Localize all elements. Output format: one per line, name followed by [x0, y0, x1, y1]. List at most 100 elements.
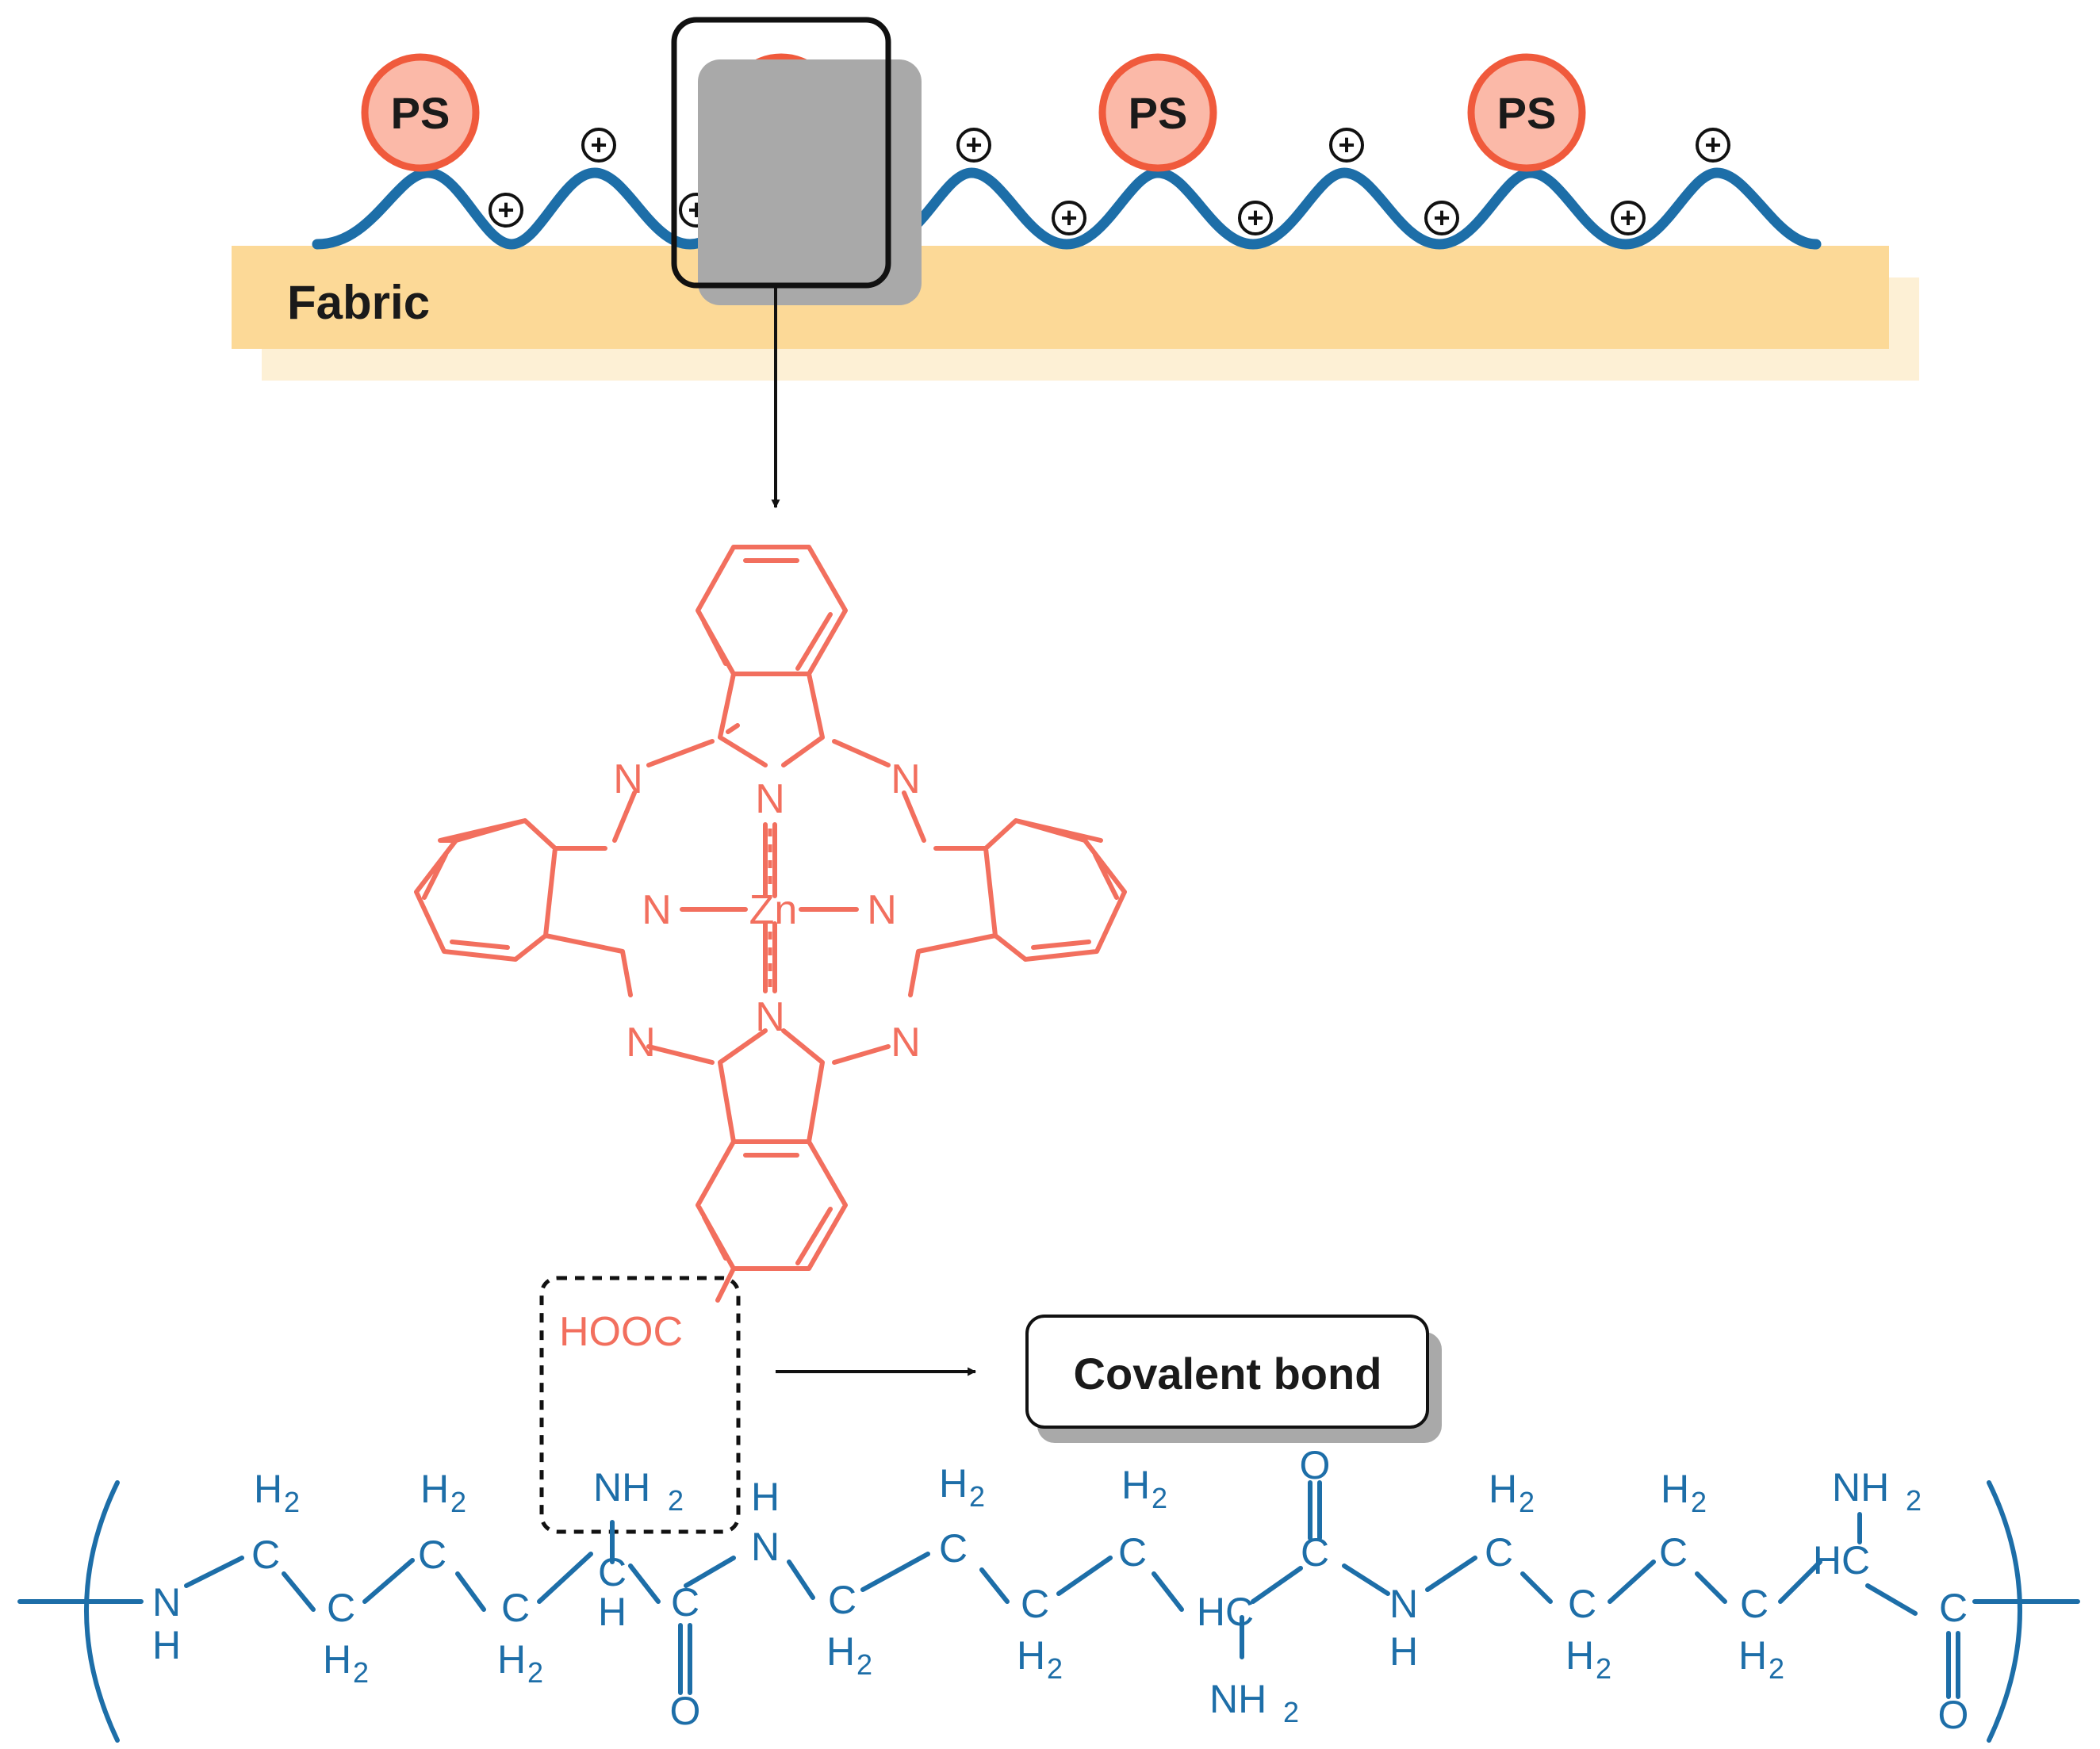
polymer-atom-c: C [501, 1586, 530, 1630]
polymer-h2-subscript: 2 [1519, 1486, 1535, 1518]
polymer-atom-c: C [939, 1526, 968, 1571]
pc-metal: Zn [749, 887, 798, 933]
polymer-atom-n: N [1209, 1677, 1238, 1721]
highlight-callout [671, 17, 922, 509]
pc-nitrogen: N [891, 756, 921, 802]
polymer-atom-o: O [1300, 1443, 1331, 1487]
polymer-h2-main: H [1017, 1633, 1045, 1678]
polymer-atom-c: C [418, 1533, 446, 1577]
polymer-h2-subscript: 2 [527, 1656, 543, 1689]
polymer-nh2-subscript: 2 [668, 1484, 684, 1517]
fabric-layer: Fabric [232, 246, 1919, 381]
positive-charge: + [1052, 201, 1086, 235]
polymer-h2-main: H [497, 1637, 526, 1682]
polymer-atom-o: O [1938, 1693, 1969, 1737]
ps-circle [1467, 53, 1586, 172]
polymer-h2-main: H [254, 1467, 282, 1511]
polymer-h2-subscript: 2 [969, 1480, 985, 1513]
pc-nitrogen: N [642, 887, 672, 933]
charge-symbol: + [1433, 201, 1450, 234]
polymer-atom-c: C [327, 1586, 355, 1630]
charge-symbol: + [1060, 201, 1077, 234]
polymer-h2-main: H [1489, 1467, 1517, 1511]
polymer-atom-n: N [1832, 1465, 1860, 1510]
polymer-atom-h: H [1860, 1465, 1889, 1510]
charge-symbol: + [1247, 201, 1263, 234]
charge-symbol: + [497, 193, 514, 226]
pc-bonds [414, 545, 1127, 1303]
polymer-h2-subscript: 2 [353, 1656, 369, 1689]
polymer-h2-main: H [420, 1467, 449, 1511]
polymer-atom-h: H [1389, 1629, 1418, 1674]
ps-sphere: PS [1467, 53, 1586, 172]
highlight-box-shadow [698, 59, 922, 305]
polymer-atom-c: C [1568, 1582, 1596, 1626]
positive-charge: + [1424, 201, 1459, 235]
charge-circle [1424, 201, 1459, 235]
pc-nitrogen: N [867, 887, 897, 933]
positive-charge: + [489, 193, 523, 228]
polymer-atom-c: C [1939, 1586, 1968, 1630]
positive-charge: + [956, 128, 991, 163]
charge-circle [1052, 201, 1086, 235]
charge-circle [581, 128, 616, 163]
ps-circle [1098, 53, 1217, 172]
polymer-atom-h: H [622, 1465, 650, 1510]
ps-circle [361, 53, 480, 172]
positive-charge: + [1696, 128, 1730, 163]
ps-label: PS [1497, 88, 1557, 138]
covalent-bond-annotation: Covalent bond [539, 1276, 1442, 1534]
polymer-atom-c: C [828, 1578, 856, 1622]
polymer-atom-n: N [1389, 1582, 1418, 1626]
polymer-atom-h: H [1238, 1677, 1267, 1721]
polymer-h2-subscript: 2 [1596, 1652, 1611, 1685]
polymer-atom-o: O [670, 1689, 701, 1733]
amide-dashed-box [539, 1276, 741, 1534]
polymer-nh2-main: NH [593, 1465, 650, 1510]
positive-charge: + [1329, 128, 1364, 163]
charge-circle [1696, 128, 1730, 163]
polymer-atom-c: C [251, 1533, 280, 1577]
positive-charge: + [1611, 201, 1646, 235]
bond-label: Covalent bond [1074, 1349, 1382, 1399]
polymer-h2-subscript: 2 [284, 1486, 300, 1518]
positive-charge: + [1238, 201, 1273, 235]
charge-symbol: + [1619, 201, 1636, 234]
polymer-bonds [17, 1480, 2080, 1699]
fabric-label: Fabric [287, 276, 430, 329]
charge-symbol: + [1338, 128, 1355, 161]
ps-label: PS [1129, 88, 1188, 138]
polymer-atom-n: N [152, 1580, 181, 1625]
polymer-atom-c: C [1301, 1530, 1329, 1575]
charge-circle [1238, 201, 1273, 235]
pc-nitrogen: N [755, 994, 785, 1040]
polymer-nh2-main: NH [1209, 1677, 1267, 1721]
pc-acid-group: HOOC [559, 1309, 683, 1355]
pc-nitrogen: N [613, 756, 643, 802]
polymer-atom-hc: HC [1197, 1590, 1254, 1634]
polymer-atom-n: N [593, 1465, 622, 1510]
polymer-atom-c: C [1659, 1530, 1688, 1575]
polymer-h2-subscript: 2 [856, 1648, 872, 1681]
polymer-atom-c: C [671, 1580, 699, 1625]
pc-nitrogen: N [626, 1020, 656, 1066]
polymer-nh2-main: NH [1832, 1465, 1889, 1510]
charge-symbol: + [590, 128, 607, 161]
polylysine-chain: N H H 2 C C H 2 H 2 C C H 2 NH 2 C H C O… [17, 1443, 2080, 1743]
polymer-atom-c: C [1740, 1582, 1769, 1626]
ps-label: PS [391, 88, 450, 138]
polymer-h2-subscript: 2 [450, 1486, 466, 1518]
polymer-atom-c: C [598, 1550, 627, 1594]
polymer-atom-h: H [598, 1590, 627, 1634]
polymer-h2-subscript: 2 [1047, 1652, 1063, 1685]
highlight-box [671, 17, 891, 289]
polymer-h2-main: H [1738, 1633, 1767, 1678]
charge-symbol: + [1704, 128, 1721, 161]
ps-sphere: PS [361, 53, 480, 172]
polymer-atom-h: H [152, 1623, 181, 1667]
bond-label-box [1025, 1315, 1429, 1429]
polymer-h2-subscript: 2 [1152, 1482, 1167, 1514]
polymer-nh2-subscript: 2 [1906, 1484, 1922, 1517]
polymer-h2-main: H [1565, 1633, 1594, 1678]
